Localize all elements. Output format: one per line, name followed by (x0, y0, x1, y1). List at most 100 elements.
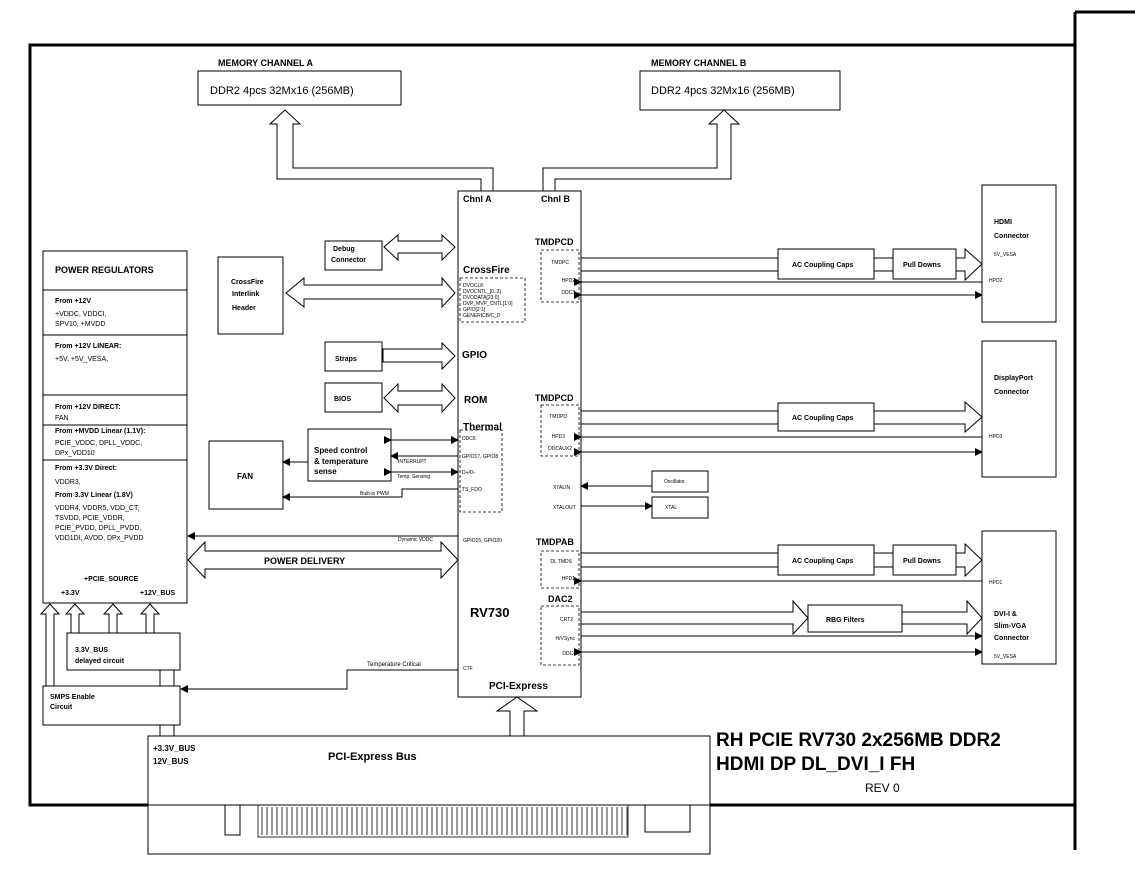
svg-text:Speed control: Speed control (314, 446, 367, 455)
svg-text:GPIO[2:1]: GPIO[2:1] (463, 307, 486, 313)
oscillator-block: Oscillator (580, 470, 709, 493)
svg-text:ROM: ROM (464, 395, 487, 406)
fan-block: FAN (208, 440, 284, 510)
board-title: RH PCIE RV730 2x256MB DDR2 HDMI DP DL_DV… (716, 730, 1001, 795)
svg-text:D+/D-: D+/D- (462, 470, 476, 476)
svg-text:Header: Header (232, 305, 256, 312)
svg-text:DDC6: DDC6 (462, 436, 476, 442)
svg-text:BIOS: BIOS (334, 396, 351, 403)
crossfire-signals: DVOCLK DVOCNTL_[0..2] DVODATA[23:0] DVP_… (463, 283, 513, 319)
svg-text:TS_FDO: TS_FDO (462, 487, 482, 493)
svg-text:SMPS Enable: SMPS Enable (50, 694, 95, 701)
power-regulators-block: POWER REGULATORS From +12V +VDDC, VDDCI,… (42, 250, 188, 604)
svg-text:DAC2: DAC2 (548, 594, 573, 604)
svg-text:Connector: Connector (994, 635, 1029, 642)
svg-text:HPD2: HPD2 (989, 278, 1003, 284)
svg-text:TMDPCD: TMDPCD (535, 393, 574, 403)
svg-text:5V_VESA: 5V_VESA (994, 252, 1017, 258)
gpu-dashed-groups (459, 249, 580, 666)
svg-text:MEMORY CHANNEL A: MEMORY CHANNEL A (218, 58, 314, 68)
svg-text:Thermal: Thermal (463, 422, 502, 433)
svg-text:HDMI DP DL_DVI_I FH: HDMI DP DL_DVI_I FH (716, 754, 915, 775)
svg-text:From +MVDD Linear (1.1V):: From +MVDD Linear (1.1V): (55, 428, 145, 435)
svg-text:Interlink: Interlink (232, 291, 259, 298)
svg-text:From 3.3V Linear (1.8V): From 3.3V Linear (1.8V) (55, 492, 133, 499)
svg-text:& temperature: & temperature (314, 457, 369, 466)
svg-text:Chnl B: Chnl B (541, 194, 570, 204)
svg-text:+3.3V: +3.3V (61, 590, 80, 597)
smps-enable-circuit: SMPS Enable Circuit (42, 685, 181, 726)
svg-text:VDDR4, VDDR5, VDD_CT,: VDDR4, VDDR5, VDD_CT, (55, 505, 139, 512)
svg-text:MEMORY CHANNEL B: MEMORY CHANNEL B (651, 58, 747, 68)
memory-channel-a: MEMORY CHANNEL A DDR2 4pcs 32Mx16 (256MB… (197, 58, 402, 106)
svg-text:DDR2 4pcs 32Mx16 (256MB): DDR2 4pcs 32Mx16 (256MB) (210, 85, 354, 97)
svg-text:VDDR3,: VDDR3, (55, 479, 81, 486)
svg-text:DVP_MVP_CNTL[1:0]: DVP_MVP_CNTL[1:0] (463, 301, 513, 307)
svg-text:XTALIN: XTALIN (553, 485, 571, 491)
svg-text:From +12V LINEAR:: From +12V LINEAR: (55, 343, 121, 350)
svg-text:Connector: Connector (331, 257, 366, 264)
svg-text:DVOCLK: DVOCLK (463, 283, 484, 289)
svg-text:5V_VESA: 5V_VESA (994, 654, 1017, 660)
svg-text:PCIE_VDDC, DPLL_VDDC,: PCIE_VDDC, DPLL_VDDC, (55, 440, 142, 447)
svg-text:HDMI: HDMI (994, 219, 1012, 226)
svg-text:XTAL: XTAL (665, 505, 677, 511)
debug-connector: Debug Connector (324, 240, 383, 271)
svg-text:DVI-I &: DVI-I & (994, 611, 1017, 618)
svg-text:PCIE_PVDD, DPLL_PVDD,: PCIE_PVDD, DPLL_PVDD, (55, 525, 141, 532)
svg-text:H/VSync: H/VSync (556, 636, 576, 642)
svg-text:AC Coupling Caps: AC Coupling Caps (792, 415, 854, 422)
displayport-path: AC Coupling Caps (574, 400, 983, 456)
bios-block: BIOS (324, 382, 383, 413)
svg-text:+3.3V_BUS: +3.3V_BUS (153, 744, 196, 753)
dvi-vga-connector: HPD1 DVI-I & Slim-VGA Connector 5V_VESA (981, 530, 1057, 665)
svg-text:+12V_BUS: +12V_BUS (140, 590, 176, 597)
pcie-bus-connector: PCI-Express Bus +3.3V_BUS 12V_BUS (147, 735, 711, 855)
svg-text:Oscillator: Oscillator (664, 479, 685, 485)
svg-text:TMDPC: TMDPC (551, 260, 569, 266)
hdmi-connector: HDMI Connector 5V_VESA HPD2 (981, 184, 1057, 323)
svg-text:DVODATA[23:0]: DVODATA[23:0] (463, 295, 500, 301)
svg-text:Connector: Connector (994, 233, 1029, 240)
svg-text:HPD3: HPD3 (552, 434, 566, 440)
svg-text:GPIO15, GPIO20: GPIO15, GPIO20 (463, 538, 502, 544)
builtin-pwm-label: Built-in PWM (360, 491, 389, 497)
xtal-block: XTAL (581, 496, 709, 519)
svg-text:sense: sense (314, 467, 337, 476)
memory-b-bus-arrow (542, 109, 741, 192)
svg-text:TSVDD, PCIE_VDDR,: TSVDD, PCIE_VDDR, (55, 515, 125, 522)
svg-text:GPIO: GPIO (462, 350, 487, 361)
svg-text:RH PCIE RV730 2x256MB DDR2: RH PCIE RV730 2x256MB DDR2 (716, 730, 1001, 751)
svg-text:+5V, +5V_VESA,: +5V, +5V_VESA, (55, 356, 108, 363)
temp-sensing-label: Temp. Sensing (397, 474, 430, 480)
svg-text:Pull Downs: Pull Downs (903, 558, 941, 565)
crossfire-interlink-header: CrossFire Interlink Header (217, 256, 284, 335)
rail-arrows (39, 603, 161, 687)
svg-text:PCI-Express Bus: PCI-Express Bus (328, 751, 417, 763)
svg-text:AC Coupling Caps: AC Coupling Caps (792, 558, 854, 565)
svg-text:From +3.3V Direct:: From +3.3V Direct: (55, 465, 117, 472)
svg-text:CRT2: CRT2 (560, 617, 573, 623)
memory-a-bus-arrow (268, 109, 494, 192)
svg-text:TMDPAB: TMDPAB (536, 537, 574, 547)
gpu-labels: Chnl A Chnl B CrossFire GPIO ROM Thermal… (462, 194, 576, 692)
pcie-pin-row (257, 804, 629, 838)
svg-text:TMDPD: TMDPD (549, 414, 567, 420)
svg-text:REV 0: REV 0 (865, 781, 900, 795)
svg-text:SPV10, +MVDD: SPV10, +MVDD (55, 321, 105, 328)
memory-channel-b: MEMORY CHANNEL B DDR2 4pcs 32Mx16 (256MB… (639, 58, 841, 111)
debug-bus-arrow (383, 233, 456, 262)
thermal-lines (282, 436, 459, 501)
temperature-critical-label: Temperature Critical (367, 662, 421, 668)
thermal-signals: DDC6 GPIO17, GPIO8 D+/D- TS_FDO (462, 436, 498, 493)
svg-text:HPD1: HPD1 (989, 580, 1003, 586)
svg-text:Debug: Debug (333, 246, 355, 253)
dvi-path: AC Coupling Caps Pull Downs RBG Filters (574, 542, 983, 656)
interrupt-label: INTERRUPT (398, 459, 427, 465)
pcie-up-arrow (495, 696, 539, 737)
svg-text:DVOCNTL_[0..2]: DVOCNTL_[0..2] (463, 289, 501, 295)
svg-text:DDCAUX2: DDCAUX2 (548, 446, 572, 452)
bus-delayed-circuit: 3.3V_BUS delayed circuit (66, 632, 181, 671)
svg-text:HPD2: HPD2 (562, 278, 576, 284)
svg-text:Circuit: Circuit (50, 704, 73, 711)
